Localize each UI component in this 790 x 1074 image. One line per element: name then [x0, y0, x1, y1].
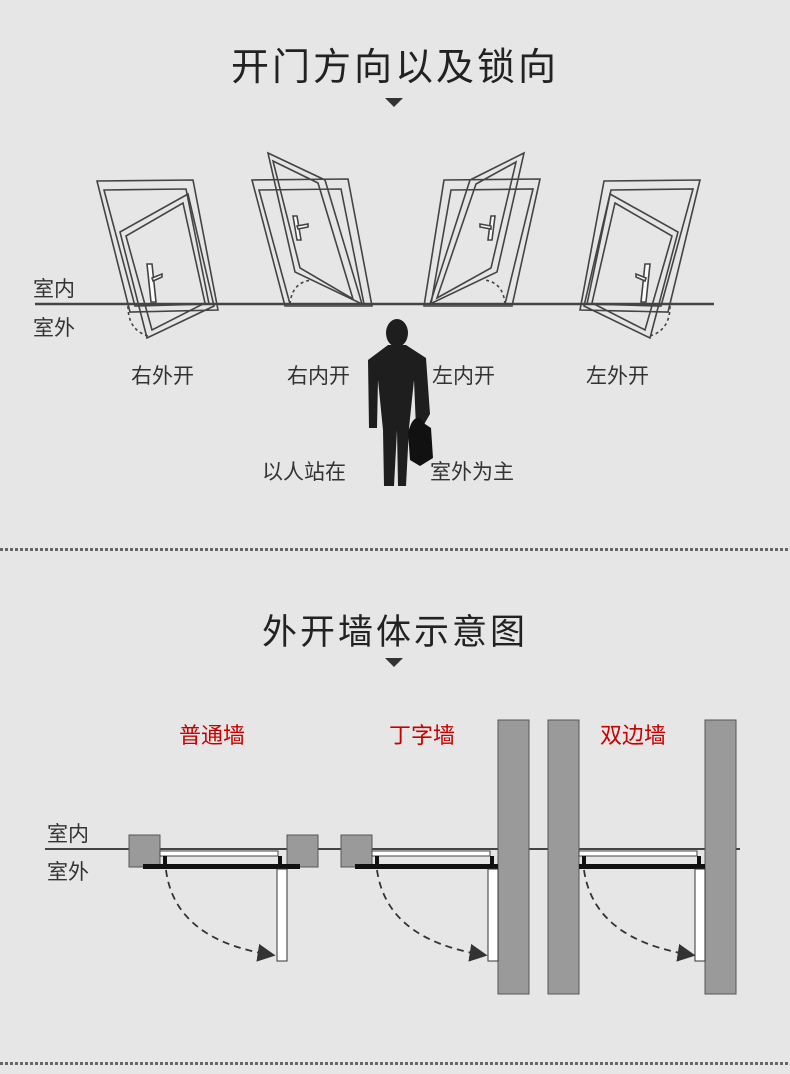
caret-down-icon [385, 658, 403, 667]
door-right-inward [250, 151, 373, 307]
wall-t-shaped [340, 719, 530, 995]
wall-indoor-label: 室内 [47, 822, 89, 846]
wall-outdoor-label: 室外 [47, 860, 89, 884]
businessman-figure [368, 319, 433, 486]
wall-label-double-sided: 双边墙 [600, 724, 667, 749]
wall-ordinary [128, 834, 319, 962]
note-left: 以人站在 [262, 460, 346, 484]
section1-title: 开门方向以及锁向 [230, 45, 559, 89]
section-divider [0, 548, 790, 551]
wall-label-ordinary: 普通墙 [179, 724, 246, 749]
outdoor-label: 室外 [33, 316, 75, 340]
indoor-label: 室内 [33, 277, 75, 301]
door-label-left-outward: 左外开 [586, 364, 649, 388]
wall-label-t-shaped: 丁字墙 [389, 724, 456, 749]
door-left-outward [579, 179, 702, 340]
door-label-right-outward: 右外开 [131, 364, 194, 388]
caret-down-icon [385, 98, 403, 107]
note-right: 室外为主 [430, 460, 514, 484]
bottom-divider [0, 1062, 790, 1065]
door-label-left-inward: 左内开 [432, 364, 495, 388]
wall-double-sided [547, 719, 737, 995]
door-right-outward [95, 179, 219, 340]
door-label-right-inward: 右内开 [287, 364, 350, 388]
section2-title: 外开墙体示意图 [261, 613, 528, 653]
door-direction-diagram [35, 151, 714, 486]
door-left-inward [423, 151, 541, 307]
